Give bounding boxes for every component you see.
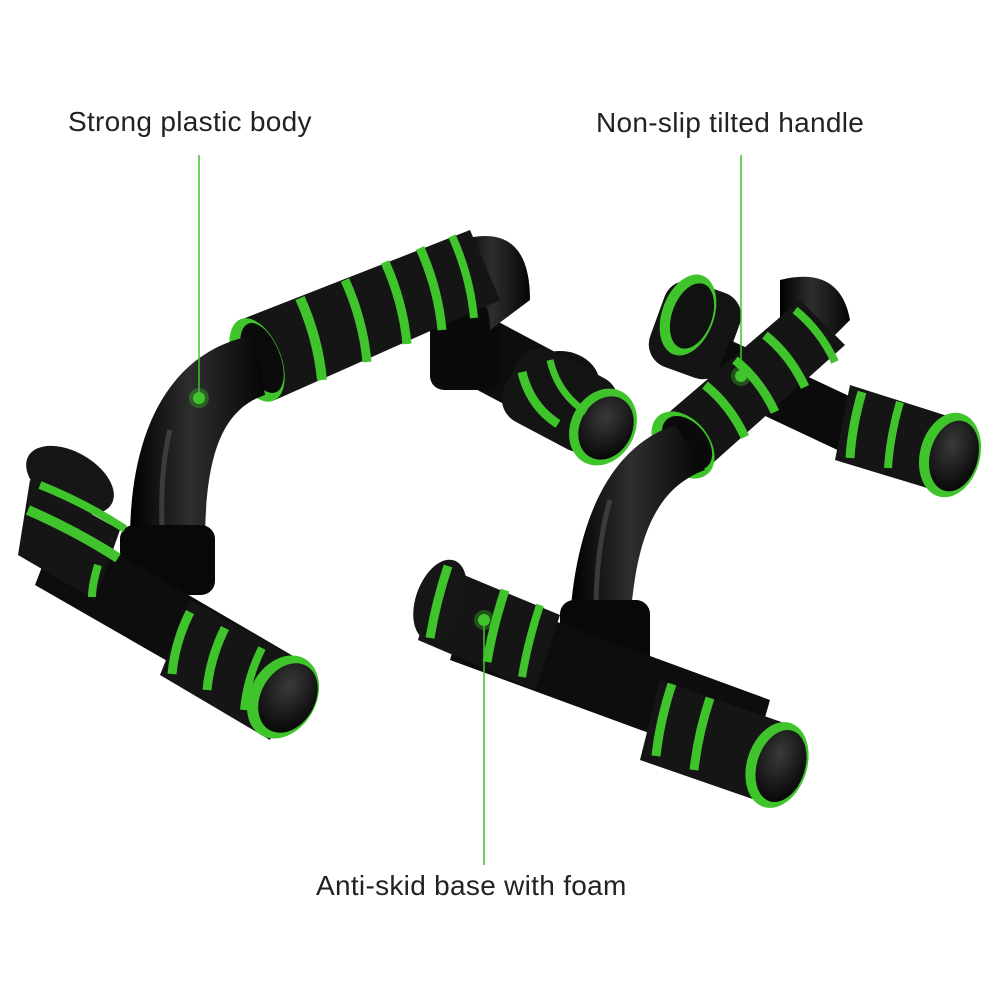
right-push-up-bar <box>413 274 982 808</box>
left-bar-front-foot-foam-left <box>18 445 128 600</box>
right-bar-back-foot-foam-left <box>648 274 742 380</box>
left-bar-back-foot-foam <box>501 348 637 466</box>
callout-label-handle: Non-slip tilted handle <box>596 107 865 138</box>
callout-label-base: Anti-skid base with foam <box>316 870 627 901</box>
callout-leader-body <box>189 155 209 408</box>
left-push-up-bar <box>18 230 637 740</box>
callout-leader-base <box>474 610 494 865</box>
callout-leader-handle <box>731 155 751 386</box>
left-bar-front-foot-foam-right <box>160 600 320 740</box>
right-bar-front-foot-foam-right <box>640 680 809 808</box>
right-bar-front-foot-foam-left <box>413 559 560 690</box>
right-bar-back-foot-foam-right <box>835 385 982 498</box>
callout-label-body: Strong plastic body <box>68 106 312 137</box>
